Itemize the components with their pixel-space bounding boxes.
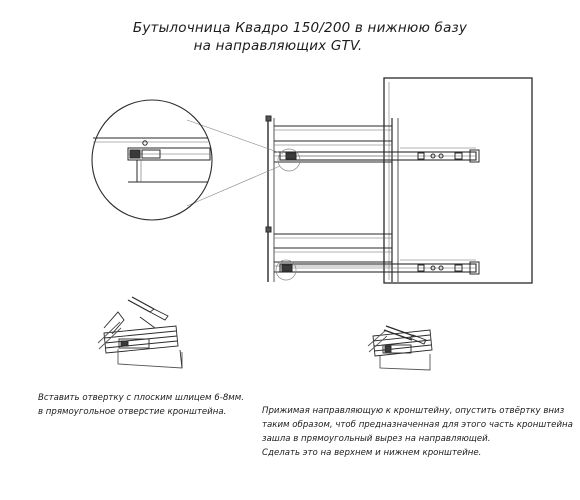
step-2-line-3: зашла в прямоугольный вырез на направляю… [262, 434, 491, 444]
step-2-line-2: таким образом, чтоб предназначенная для … [262, 420, 573, 430]
callout-leader-bottom [186, 165, 281, 207]
step-1-caption: Вставить отвертку с плоским шлицем 6-8мм… [38, 391, 244, 419]
step-2-line-1: Прижимая направляющую к кронштейну, опус… [262, 406, 565, 416]
cabinet-side-panel [383, 77, 533, 284]
diagram-title-line-1: Бутылочница Квадро 150/200 в нижнюю базу [132, 20, 468, 36]
magnified-bracket-detail [91, 99, 213, 221]
lower-bracket-callout [275, 259, 297, 281]
upper-drawer-runner [279, 147, 480, 163]
diagram-title-line-2: на направляющих GTV. [193, 38, 363, 54]
step-2-caption: Прижимая направляющую к кронштейну, опус… [262, 404, 573, 460]
step-1-line-1: Вставить отвертку с плоским шлицем 6-8мм… [38, 393, 244, 403]
step-1-illustration [97, 296, 183, 369]
callout-leader-top [186, 119, 284, 155]
bottle-rack-frame [265, 115, 399, 282]
upper-bracket-callout [277, 148, 301, 172]
step-2-line-4: Сделать это на верхнем и нижнем кронштей… [262, 448, 482, 458]
step-1-line-2: в прямоугольное отверстие кронштейна. [38, 407, 227, 417]
lower-drawer-runner [279, 259, 480, 275]
step-2-illustration [367, 325, 433, 371]
